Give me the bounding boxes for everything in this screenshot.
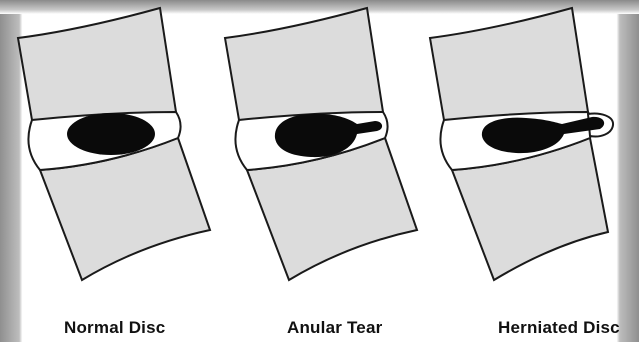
caption-anular-tear: Anular Tear [287,318,382,338]
upper-vertebra [18,8,176,120]
herniated-disc-panel [430,8,613,280]
upper-vertebra [225,8,383,120]
anular-tear-panel [225,8,417,280]
caption-herniated-disc: Herniated Disc [498,318,620,338]
nucleus-pulposus [67,113,155,155]
caption-normal-disc: Normal Disc [64,318,165,338]
upper-vertebra [430,8,588,120]
normal-disc-panel [18,8,210,280]
